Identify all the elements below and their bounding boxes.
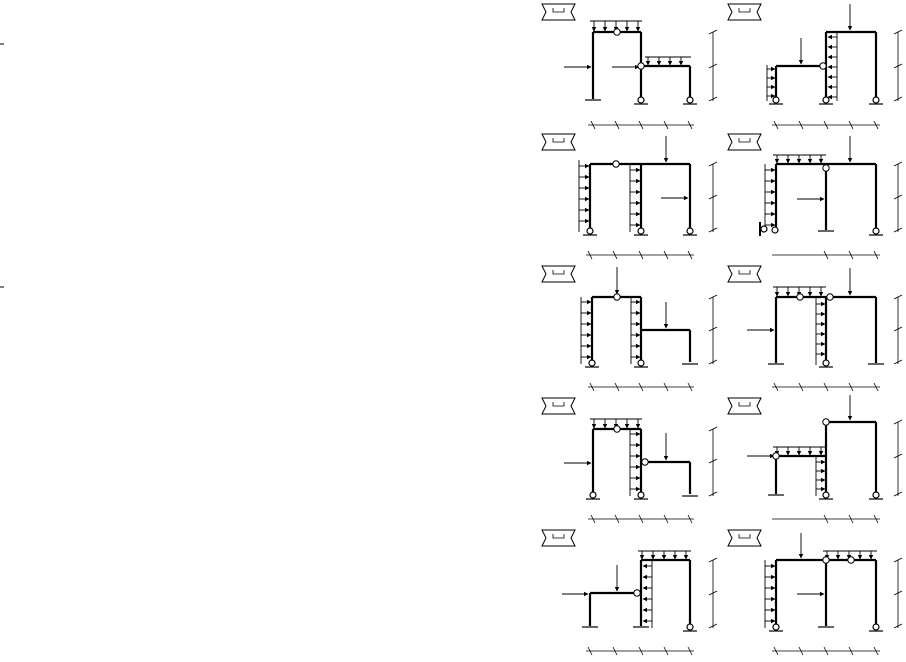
supports	[583, 227, 697, 236]
hinge-circle-icon	[613, 293, 621, 301]
scheme-3	[541, 133, 718, 260]
scheme-5	[541, 265, 718, 392]
supports	[759, 222, 883, 236]
scheme-tag	[727, 3, 762, 21]
hinge-circle-icon	[772, 418, 830, 460]
dimension-lines	[772, 557, 903, 656]
hinge-circle-icon	[822, 164, 830, 172]
scheme-9	[541, 529, 718, 656]
distributed-load	[578, 160, 641, 232]
scheme-7	[541, 397, 718, 524]
scheme-tag	[727, 529, 762, 547]
dimension-lines	[588, 426, 718, 524]
left-margin-marks	[0, 43, 4, 288]
dimension-lines	[588, 29, 718, 130]
point-load-arrow-icon	[564, 433, 669, 466]
frame-members	[774, 162, 878, 230]
point-load-arrow-icon	[747, 268, 853, 333]
supports	[585, 96, 697, 105]
supports	[769, 96, 883, 105]
dimension-lines	[772, 29, 903, 130]
point-load-arrow-icon	[797, 533, 825, 597]
dimension-lines	[586, 161, 718, 260]
supports	[582, 623, 697, 632]
scheme-4	[727, 133, 903, 260]
distributed-load	[580, 297, 641, 364]
frame-members	[774, 295, 878, 363]
distributed-load	[590, 20, 691, 66]
supports	[768, 359, 884, 368]
scheme-tag	[541, 265, 576, 283]
scheme-tag	[727, 397, 762, 415]
point-load-arrow-icon	[661, 136, 689, 201]
frame-members	[588, 558, 692, 626]
distributed-load	[766, 32, 838, 101]
hinge-circle-icon	[633, 589, 641, 597]
distributed-load	[773, 446, 826, 496]
hinge-circle-icon	[822, 556, 855, 564]
frame-members	[774, 420, 878, 494]
supports	[586, 491, 698, 500]
supports	[585, 359, 698, 368]
point-load-arrow-icon	[614, 267, 669, 329]
scheme-10	[727, 529, 903, 656]
hinge-circle-icon	[796, 293, 834, 301]
scheme-tag	[727, 133, 762, 151]
point-load-arrow-icon	[562, 565, 620, 597]
hinge-circle-icon	[613, 425, 649, 466]
dimension-lines	[772, 294, 903, 392]
dimension-lines	[772, 419, 903, 524]
hinge-circle-icon	[613, 28, 645, 70]
hinge-circle-icon	[819, 62, 827, 70]
point-load-arrow-icon	[797, 136, 853, 202]
point-load-arrow-icon	[798, 4, 853, 65]
distributed-load	[590, 418, 642, 496]
scheme-tag	[541, 133, 576, 151]
point-load-arrow-icon	[747, 395, 853, 459]
scheme-6	[727, 265, 903, 392]
supports	[769, 623, 883, 632]
scheme-8	[727, 395, 903, 524]
scheme-tag	[541, 3, 576, 21]
frame-members	[590, 295, 692, 362]
scheme-tag	[541, 529, 576, 547]
scheme-tag	[541, 397, 576, 415]
dimension-lines	[586, 557, 718, 656]
distributed-load	[764, 154, 826, 232]
dimension-lines	[588, 294, 718, 392]
scheme-2	[727, 3, 903, 130]
scheme-1	[541, 3, 718, 130]
frame-members	[774, 558, 878, 626]
distributed-load	[638, 550, 691, 628]
supports	[768, 491, 883, 500]
frame-members	[588, 162, 692, 230]
hinge-circle-icon	[612, 160, 620, 168]
distributed-load	[764, 550, 877, 628]
dimension-lines	[772, 161, 903, 260]
scheme-tag	[727, 265, 762, 283]
